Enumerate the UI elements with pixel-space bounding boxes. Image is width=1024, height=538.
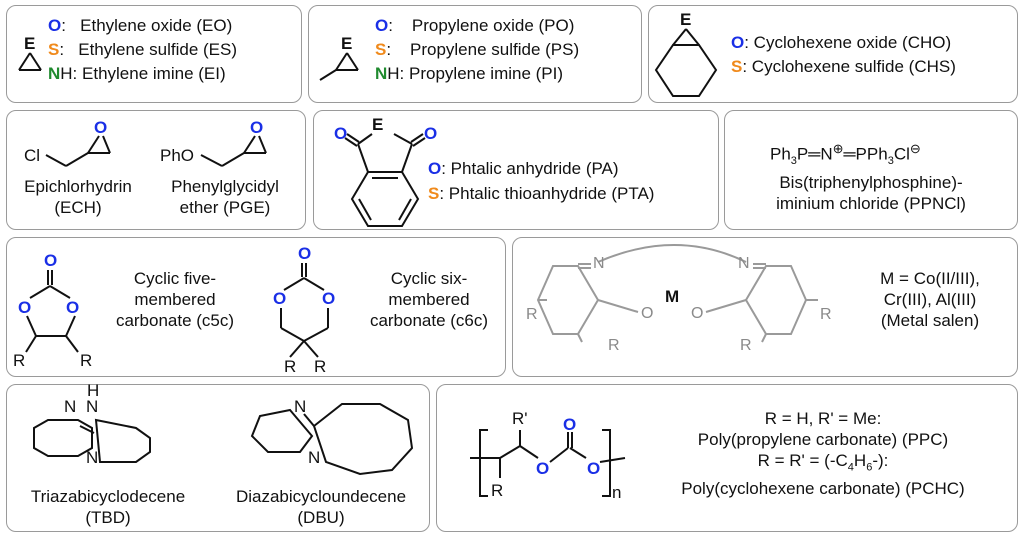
panel-cyclohexene <box>648 5 1018 103</box>
panel-anhydrides <box>313 110 719 230</box>
atom-rp-polymer: R' <box>512 409 528 428</box>
tbd-label: Triazabicyclodecene(TBD) <box>30 487 186 527</box>
panel-cyclic-carbonates <box>6 237 506 377</box>
atom-pho: PhO <box>160 146 194 165</box>
tbd-structure: N H N N <box>33 381 151 467</box>
atom-e-cyclohexene: E <box>680 10 691 29</box>
ei-row: NH: Ethylene imine (EI) <box>48 64 226 83</box>
ppncl-label: Bis(triphenylphosphine)-iminium chloride… <box>776 173 966 213</box>
atom-o-c6c-left: O <box>273 289 286 308</box>
panel-metal-salen <box>512 237 1018 377</box>
ppncl-formula: Ph3P═N⊕═PPh3Cl⊖ <box>770 141 921 168</box>
atom-o-polymer-carbonyl: O <box>563 415 576 434</box>
pta-row: S: Phtalic thioanhydride (PTA) <box>428 184 655 203</box>
propylene-ring-structure: E <box>319 34 359 81</box>
atom-n-tbd-left: N <box>64 397 76 416</box>
pi-row: NH: Propylene imine (PI) <box>375 64 564 83</box>
ech-structure: Cl O <box>24 118 111 167</box>
atom-o-salen-right: O <box>691 305 703 322</box>
atom-n-tbd-nh: N <box>86 397 98 416</box>
atom-r-polymer: R <box>491 481 503 500</box>
panel-propylene <box>308 5 642 103</box>
atom-r-c5c-right: R <box>80 351 92 370</box>
atom-o-salen-left: O <box>641 305 653 322</box>
atom-m-salen: M <box>665 287 679 306</box>
atom-r-salen-3: R <box>608 337 620 354</box>
atom-r-c5c-left: R <box>13 351 25 370</box>
atom-n-salen-right: N <box>738 255 750 272</box>
atom-r-c6c-left: R <box>284 357 296 376</box>
c6c-structure: O O O R R <box>273 244 335 376</box>
c5c-structure: O O O R R <box>13 251 92 370</box>
atom-e-propylene: E <box>341 34 352 53</box>
atom-o-polymer-2: O <box>587 459 600 478</box>
atom-o-c5c-right: O <box>66 298 79 317</box>
atom-r-salen-4: R <box>740 337 752 354</box>
eo-row: O: Ethylene oxide (EO) <box>48 16 233 35</box>
dbu-label: Diazabicycloundecene(DBU) <box>235 487 407 527</box>
atom-r-c6c-right: R <box>314 357 326 376</box>
dbu-structure: N N <box>250 397 414 476</box>
po-row: O: Propylene oxide (PO) <box>375 16 575 35</box>
atom-o-pa-left: O <box>334 124 347 143</box>
chs-row: S: Cyclohexene sulfide (CHS) <box>731 57 956 76</box>
pa-structure: O O E <box>334 115 437 227</box>
atom-o-c5c-carbonyl: O <box>44 251 57 270</box>
atom-cl: Cl <box>24 146 40 165</box>
pa-row: O: Phtalic anhydride (PA) <box>428 159 619 178</box>
atom-o-polymer-1: O <box>536 459 549 478</box>
polymer-subscript-n: n <box>612 483 621 502</box>
atom-r-salen-2: R <box>820 306 832 323</box>
atom-o-c6c-carbonyl: O <box>298 244 311 263</box>
ech-label: Epichlorhydrin(ECH) <box>24 177 132 217</box>
salen-label: M = Co(II/III),Cr(III), Al(III)(Metal sa… <box>880 269 980 330</box>
panel-organocatalysts <box>6 384 430 532</box>
salen-structure: N N O O M R R R R <box>526 244 832 354</box>
atom-e-ethylene: E <box>24 34 35 53</box>
polymer-label: R = H, R' = Me: Poly(propylene carbonate… <box>681 409 965 499</box>
atom-o-pge: O <box>250 118 263 137</box>
atom-r-salen-1: R <box>526 306 538 323</box>
atom-e-pa: E <box>372 115 383 134</box>
atom-n-dbu-bridge: N <box>308 448 320 467</box>
panel-epoxides <box>6 110 306 230</box>
es-row: S: Ethylene sulfide (ES) <box>48 40 237 59</box>
cho-row: O: Cyclohexene oxide (CHO) <box>731 33 952 52</box>
pge-structure: PhO O <box>160 118 267 167</box>
atom-o-ech: O <box>94 118 107 137</box>
ethylene-ring-structure: E <box>18 34 42 71</box>
atom-n-tbd-bridge: N <box>86 448 98 467</box>
ps-row: S: Propylene sulfide (PS) <box>375 40 580 59</box>
atom-o-pa-right: O <box>424 124 437 143</box>
atom-n-dbu-top: N <box>294 397 306 416</box>
atom-h-tbd: H <box>87 381 99 400</box>
atom-n-salen-left: N <box>593 255 605 272</box>
cyclohexene-ring-structure: E <box>654 10 718 97</box>
panel-ppncl <box>724 110 1018 230</box>
atom-o-c5c-left: O <box>18 298 31 317</box>
polymer-structure: R' R O O O n <box>470 409 626 502</box>
atom-o-c6c-right: O <box>322 289 335 308</box>
panel-ethylene <box>6 5 302 103</box>
panel-polycarbonates <box>436 384 1018 532</box>
